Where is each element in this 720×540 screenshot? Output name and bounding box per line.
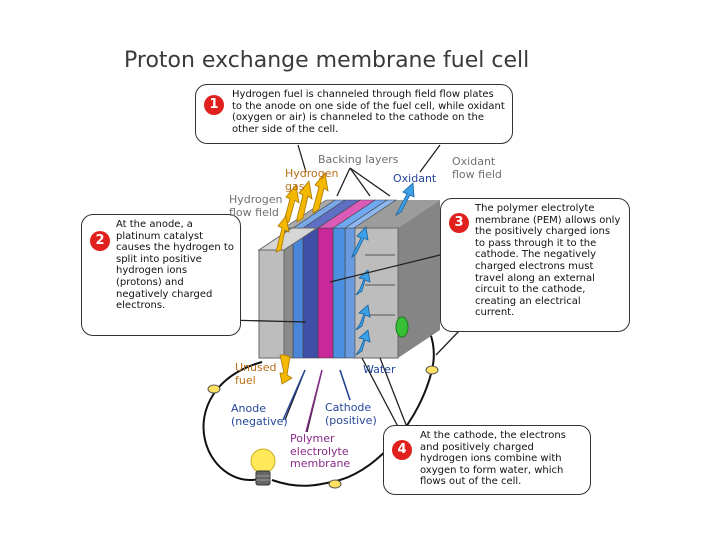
callout-text: Hydrogen fuel is channeled through field… [232, 89, 505, 135]
label-hydrogen-flow-field: Hydrogen flow field [229, 193, 283, 219]
water-arrow [355, 304, 371, 331]
callout-number: 4 [392, 440, 412, 460]
label-oxidant-flow-field: Oxidant flow field [452, 155, 502, 181]
callout-1: 1 Hydrogen fuel is channeled through fie… [195, 84, 513, 144]
oxidant-arrow [351, 226, 369, 259]
label-cathode: Cathode (positive) [325, 401, 377, 427]
pointer-line [329, 254, 441, 283]
label-backing-layers: Backing layers [318, 153, 399, 166]
electron-dot [207, 384, 221, 394]
callout-text: At the cathode, the electrons and positi… [420, 430, 566, 488]
light-bulb-icon [250, 448, 276, 486]
oxidant-arrow [395, 182, 415, 217]
page-title: Proton exchange membrane fuel cell [124, 48, 530, 73]
pointer-line [297, 144, 307, 173]
label-oxidant: Oxidant [393, 172, 437, 185]
water-arrow [355, 269, 371, 296]
callout-text: The polymer electrolyte membrane (PEM) a… [475, 203, 621, 319]
electron-dot [328, 479, 342, 489]
pointer-line [435, 329, 461, 356]
label-polymer-electrolyte-membrane: Polymer electrolyte membrane [290, 432, 351, 470]
callout-number: 3 [449, 213, 469, 233]
callout-2: 2 At the anode, a platinum catalyst caus… [81, 214, 241, 336]
label-water: Water [363, 363, 396, 376]
electron-dot [425, 365, 439, 375]
pointer-line [419, 144, 441, 173]
callout-text: At the anode, a platinum catalyst causes… [116, 219, 234, 312]
unused-fuel-arrow [279, 354, 293, 385]
label-unused-fuel: Unused fuel [235, 361, 277, 387]
hydrogen-arrow [282, 184, 300, 226]
water-arrow [355, 329, 371, 356]
callout-3: 3 The polymer electrolyte membrane (PEM)… [440, 198, 630, 332]
label-hydrogen-gas: Hydrogen gas [285, 167, 339, 193]
label-anode: Anode (negative) [231, 402, 288, 428]
callout-4: 4 At the cathode, the electrons and posi… [383, 425, 591, 495]
pointer-line [349, 167, 391, 197]
hydrogen-arrow [312, 172, 329, 214]
pointer-line [336, 167, 351, 197]
callout-number: 2 [90, 231, 110, 251]
pointer-line [349, 167, 371, 197]
callout-number: 1 [204, 95, 224, 115]
catalyst-marker [395, 316, 409, 338]
fuel-cell-stack [257, 199, 440, 359]
hydrogen-arrow [296, 180, 313, 223]
hydrogen-arrow [275, 215, 290, 253]
